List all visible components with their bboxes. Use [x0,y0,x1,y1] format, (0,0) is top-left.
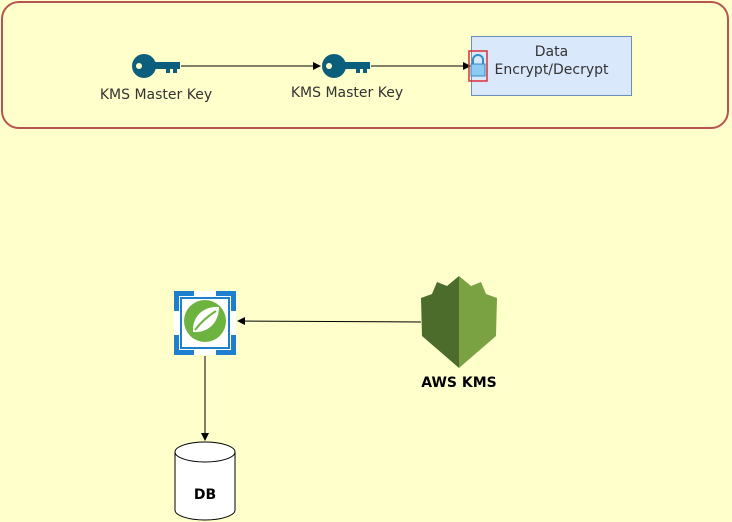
key-left-label: KMS Master Key [99,87,213,103]
data-box-line2: Encrypt/Decrypt [494,62,609,78]
db-label: DB [193,487,217,503]
aws-kms-label: AWS KMS [421,375,497,391]
key-icon [322,54,370,78]
key-mid-label: KMS Master Key [290,85,404,101]
key-icon [132,54,180,78]
arrow-kms-to-app [237,317,422,326]
spring-app-icon [174,291,236,355]
lock-icon [468,50,488,82]
db-cylinder-icon [174,441,236,521]
aws-kms-icon [421,276,497,368]
data-box-line1: Data [534,44,569,60]
data-encrypt-box: Data Encrypt/Decrypt [471,36,632,96]
